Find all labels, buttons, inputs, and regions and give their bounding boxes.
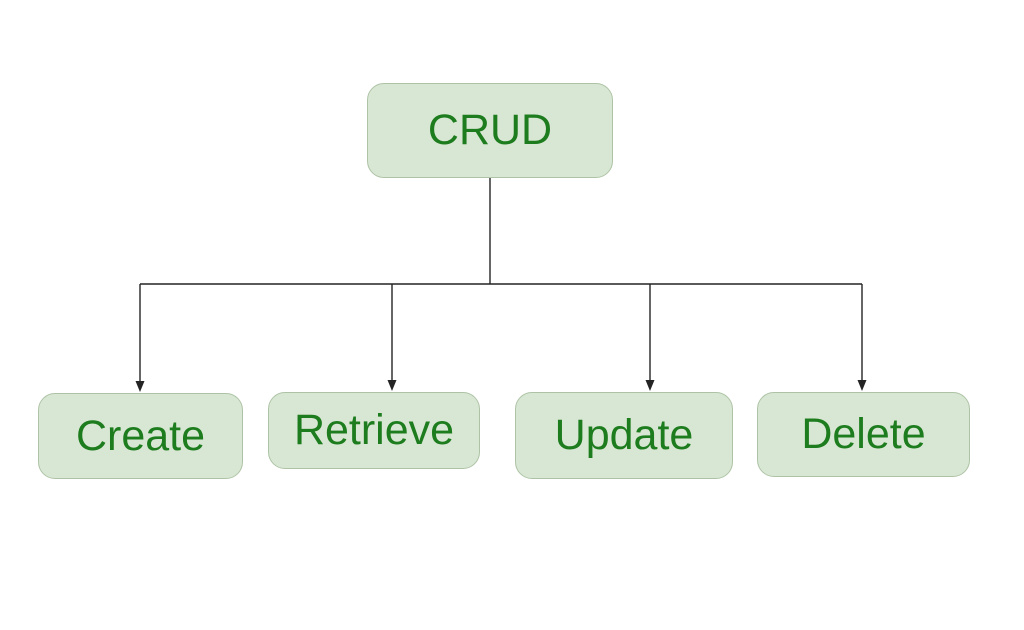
node-update: Update: [515, 392, 733, 479]
arrowhead-delete: [857, 380, 867, 391]
node-create-label: Create: [75, 411, 206, 460]
node-delete: Delete: [757, 392, 970, 477]
node-create: Create: [38, 393, 243, 479]
node-retrieve-label: Retrieve: [293, 406, 455, 454]
arrowhead-retrieve: [387, 380, 397, 391]
node-delete-label: Delete: [801, 410, 926, 458]
node-retrieve: Retrieve: [268, 392, 480, 469]
node-update-label: Update: [554, 411, 694, 459]
node-crud-label: CRUD: [427, 106, 553, 154]
node-crud: CRUD: [367, 83, 613, 178]
arrowhead-create: [135, 381, 145, 392]
arrowhead-update: [645, 380, 655, 391]
